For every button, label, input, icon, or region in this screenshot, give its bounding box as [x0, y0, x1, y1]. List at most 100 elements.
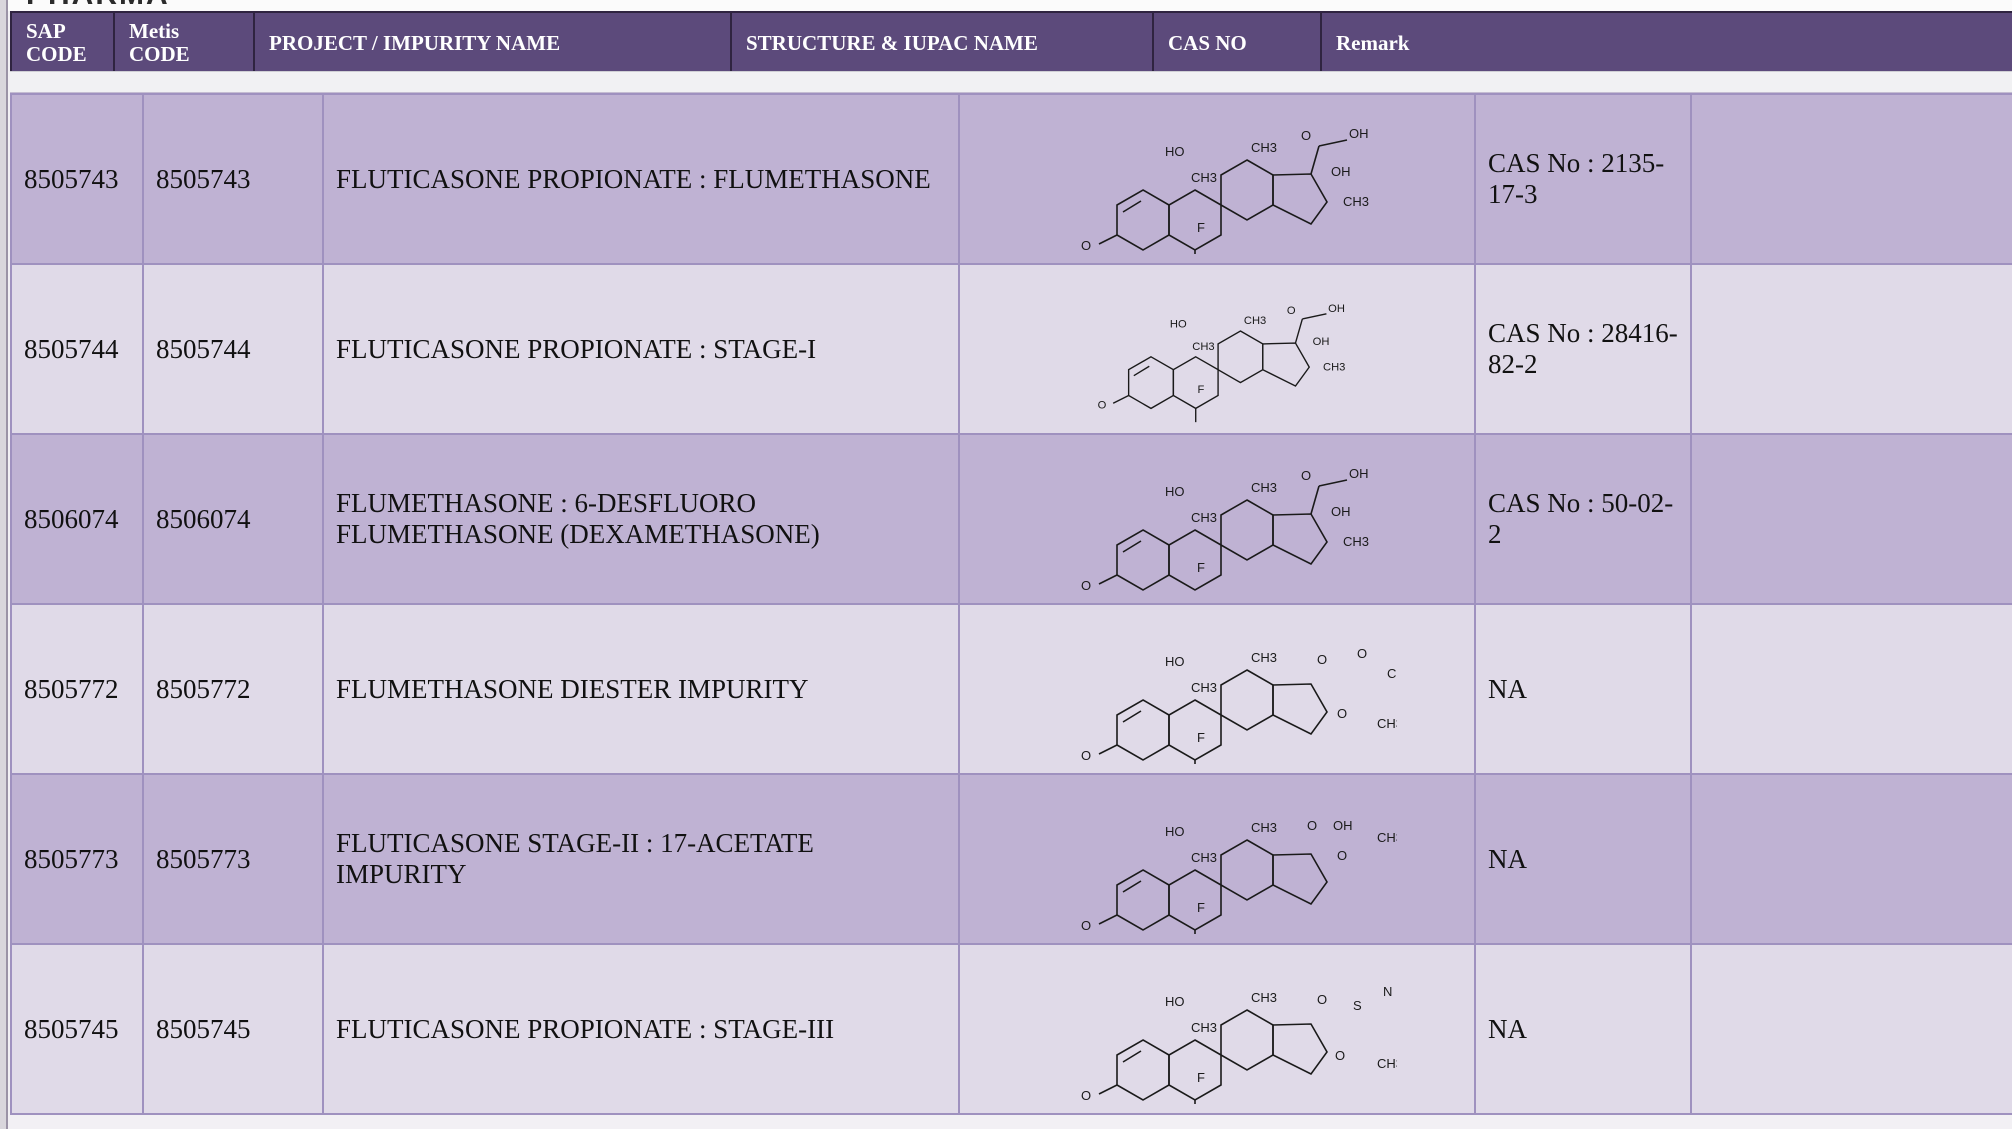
svg-text:O: O	[1081, 1088, 1091, 1103]
metis-code-cell: 8505772	[142, 603, 324, 775]
structure-cell: OHOCH3CH3FOOHOHCH3F	[958, 93, 1476, 265]
svg-text:F: F	[1197, 1070, 1205, 1085]
column-header-remark[interactable]: Remark	[1320, 11, 2012, 75]
svg-text:O: O	[1337, 848, 1347, 863]
svg-text:CH3: CH3	[1251, 650, 1277, 665]
column-header-structure[interactable]: STRUCTURE & IUPAC NAME	[730, 11, 1154, 75]
svg-text:CH3: CH3	[1387, 666, 1397, 681]
svg-text:O: O	[1357, 646, 1367, 661]
svg-text:CH3: CH3	[1377, 716, 1397, 731]
remark-cell	[1690, 943, 2012, 1115]
sap-code-cell: 8506074	[10, 433, 144, 605]
svg-text:O: O	[1081, 578, 1091, 593]
svg-text:O: O	[1317, 652, 1327, 667]
svg-text:CH3: CH3	[1377, 830, 1397, 845]
svg-text:O: O	[1337, 706, 1347, 721]
svg-text:O: O	[1307, 818, 1317, 833]
svg-text:O: O	[1335, 1048, 1345, 1063]
table-header: SAP CODE Metis CODE PROJECT / IMPURITY N…	[10, 11, 2012, 75]
svg-text:CH3: CH3	[1191, 170, 1217, 185]
svg-text:CH3: CH3	[1244, 315, 1266, 327]
svg-text:OH: OH	[1331, 164, 1351, 179]
svg-text:CH3: CH3	[1191, 850, 1217, 865]
svg-text:OH: OH	[1313, 336, 1330, 348]
impurity-name-cell: FLUTICASONE PROPIONATE : STAGE-I	[322, 263, 960, 435]
metis-code-cell: 8505773	[142, 773, 324, 945]
svg-text:HO: HO	[1165, 484, 1185, 499]
svg-text:HO: HO	[1170, 319, 1187, 331]
svg-text:CH3: CH3	[1323, 362, 1345, 374]
stage-iii-structure-icon: OHOCH3CH3FOSNCH3CH3OCH3F	[972, 954, 1462, 1104]
svg-text:CH3: CH3	[1377, 1056, 1397, 1071]
svg-text:O: O	[1287, 305, 1296, 317]
cas-no-cell: NA	[1474, 773, 1692, 945]
cas-no-cell: CAS No : 50-02-2	[1474, 433, 1692, 605]
header-spacer	[10, 71, 2012, 93]
column-header-sap-code[interactable]: SAP CODE	[10, 11, 115, 75]
svg-text:O: O	[1301, 468, 1311, 483]
svg-text:S: S	[1353, 998, 1362, 1013]
table-row[interactable]: 8505772 8505772 FLUMETHASONE DIESTER IMP…	[10, 603, 2012, 775]
svg-text:CH3: CH3	[1191, 680, 1217, 695]
sap-code-cell: 8505743	[10, 93, 144, 265]
svg-text:HO: HO	[1165, 824, 1185, 839]
table-row[interactable]: 8505744 8505744 FLUTICASONE PROPIONATE :…	[10, 263, 2012, 435]
diester-structure-icon: OHOCH3CH3FOOCH3OCH3F	[972, 614, 1462, 764]
svg-text:HO: HO	[1165, 654, 1185, 669]
sap-code-cell: 8505745	[10, 943, 144, 1115]
page-heading-strip: PHARMA	[8, 0, 2012, 11]
window-left-edge	[0, 0, 8, 1129]
svg-text:CH3: CH3	[1191, 1020, 1217, 1035]
metis-code-cell: 8505743	[142, 93, 324, 265]
svg-text:OH: OH	[1349, 466, 1369, 481]
svg-text:O: O	[1081, 748, 1091, 763]
cas-no-cell: NA	[1474, 603, 1692, 775]
sap-code-cell: 8505744	[10, 263, 144, 435]
table-row[interactable]: 8505773 8505773 FLUTICASONE STAGE-II : 1…	[10, 773, 2012, 945]
impurity-name-cell: FLUTICASONE PROPIONATE : STAGE-III	[322, 943, 960, 1115]
svg-text:N: N	[1383, 984, 1392, 999]
svg-text:O: O	[1081, 918, 1091, 933]
svg-text:HO: HO	[1165, 994, 1185, 1009]
svg-text:CH3: CH3	[1251, 480, 1277, 495]
svg-text:HO: HO	[1165, 144, 1185, 159]
svg-text:O: O	[1317, 992, 1327, 1007]
sap-code-cell: 8505772	[10, 603, 144, 775]
svg-text:OH: OH	[1331, 504, 1351, 519]
svg-text:OH: OH	[1349, 126, 1369, 141]
svg-text:CH3: CH3	[1192, 341, 1214, 353]
impurity-name-cell: FLUTICASONE PROPIONATE : FLUMETHASONE	[322, 93, 960, 265]
table-row[interactable]: 8505745 8505745 FLUTICASONE PROPIONATE :…	[10, 943, 2012, 1115]
remark-cell	[1690, 263, 2012, 435]
svg-text:F: F	[1197, 560, 1205, 575]
impurity-name-cell: FLUMETHASONE DIESTER IMPURITY	[322, 603, 960, 775]
impurity-name-cell: FLUMETHASONE : 6-DESFLUORO FLUMETHASONE …	[322, 433, 960, 605]
svg-text:OH: OH	[1328, 303, 1345, 315]
cas-no-cell: CAS No : 28416-82-2	[1474, 263, 1692, 435]
sap-code-cell: 8505773	[10, 773, 144, 945]
remark-cell	[1690, 773, 2012, 945]
flumethasone-structure-icon: OHOCH3CH3FOOHOHCH3F	[972, 104, 1462, 254]
column-header-metis-code[interactable]: Metis CODE	[113, 11, 255, 75]
svg-text:F: F	[1197, 730, 1205, 745]
svg-text:F: F	[1197, 384, 1204, 396]
svg-text:OH: OH	[1333, 818, 1353, 833]
page-heading: PHARMA	[26, 0, 170, 11]
cas-no-cell: NA	[1474, 943, 1692, 1115]
svg-text:CH3: CH3	[1191, 510, 1217, 525]
column-header-impurity-name[interactable]: PROJECT / IMPURITY NAME	[253, 11, 732, 75]
column-header-cas-no[interactable]: CAS NO	[1152, 11, 1322, 75]
table-row[interactable]: 8506074 8506074 FLUMETHASONE : 6-DESFLUO…	[10, 433, 2012, 605]
svg-text:CH3: CH3	[1343, 534, 1369, 549]
metis-code-cell: 8505744	[142, 263, 324, 435]
svg-text:O: O	[1081, 238, 1091, 253]
svg-text:CH3: CH3	[1251, 990, 1277, 1005]
svg-text:CH3: CH3	[1343, 194, 1369, 209]
remark-cell	[1690, 93, 2012, 265]
impurity-table: 8505743 8505743 FLUTICASONE PROPIONATE :…	[10, 93, 2012, 1115]
svg-text:O: O	[1301, 128, 1311, 143]
table-row[interactable]: 8505743 8505743 FLUTICASONE PROPIONATE :…	[10, 93, 2012, 265]
svg-text:F: F	[1197, 220, 1205, 235]
